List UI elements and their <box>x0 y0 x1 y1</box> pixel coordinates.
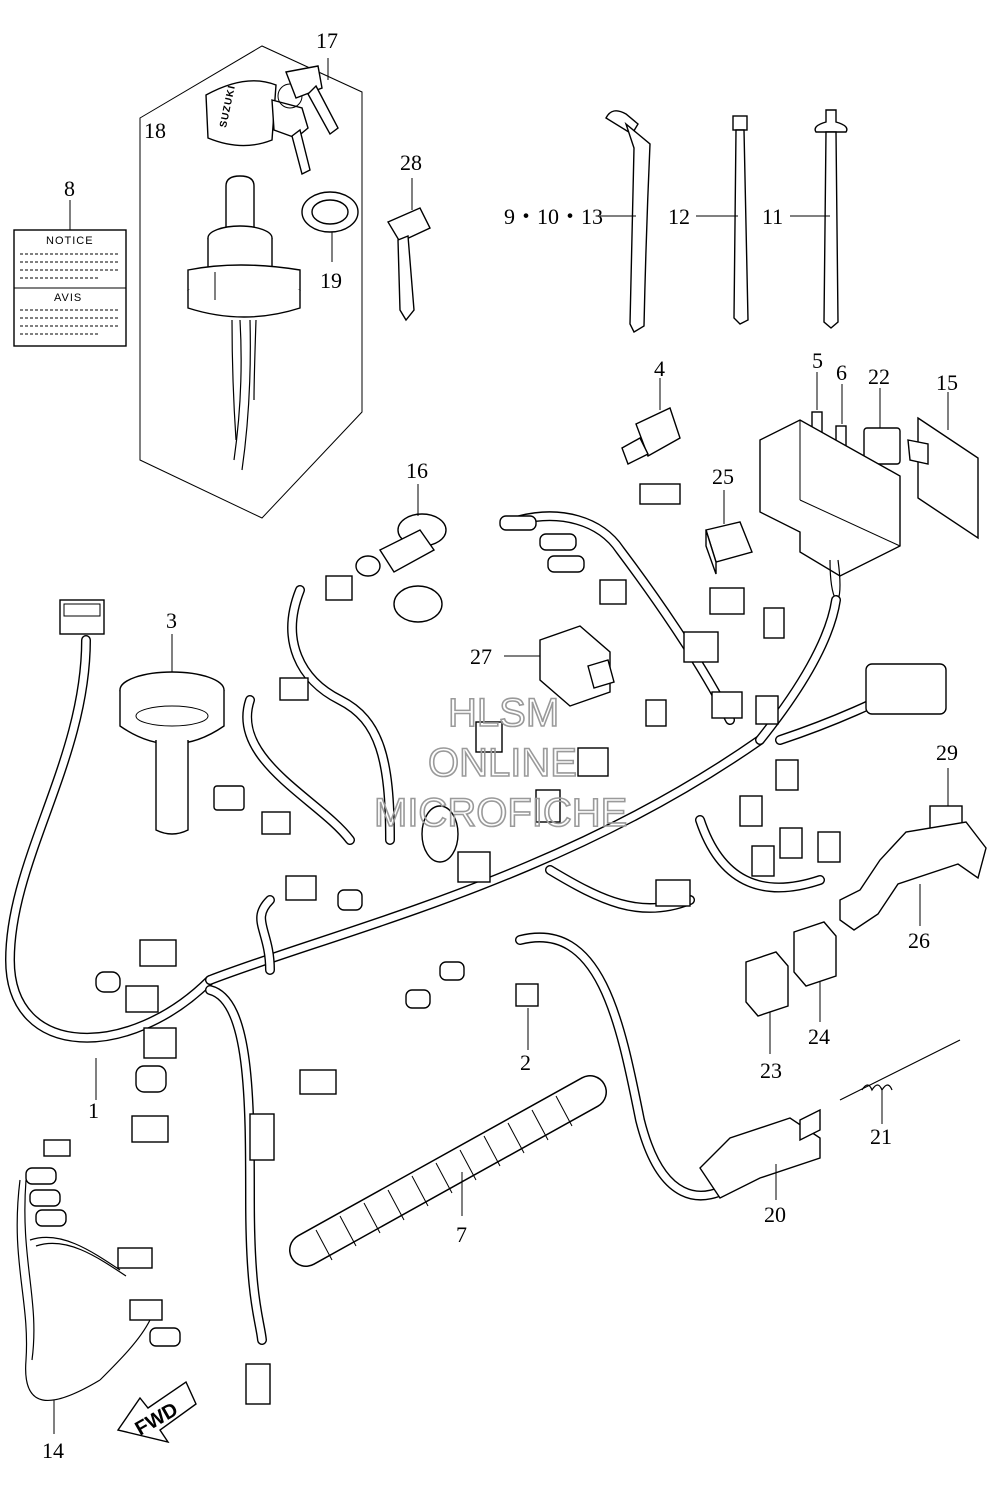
ignition-key-part-18[interactable]: SUZUKI <box>205 65 339 176</box>
spring-part-21[interactable] <box>839 1039 961 1124</box>
callout-23: 23 <box>760 1058 782 1083</box>
callout-20: 20 <box>764 1202 786 1227</box>
connector-part-24[interactable] <box>793 921 837 1022</box>
bracket-part-15[interactable] <box>907 392 979 540</box>
main-wire-harness-part-1[interactable] <box>4 483 947 1405</box>
callout-25: 25 <box>712 464 734 489</box>
callout-5: 5 <box>812 348 823 373</box>
callout-4: 4 <box>654 356 665 381</box>
callout-22: 22 <box>868 364 890 389</box>
callout-19: 19 <box>320 268 342 293</box>
callout-26: 26 <box>908 928 930 953</box>
callout-2: 2 <box>520 1050 531 1075</box>
callout-9-10-13: 9・10・13 <box>504 204 603 229</box>
callout-3: 3 <box>166 608 177 633</box>
cable-tie-part-11[interactable] <box>790 109 848 329</box>
callout-1: 1 <box>88 1098 99 1123</box>
relay-part-27[interactable] <box>504 625 615 707</box>
lock-ring-part-19[interactable] <box>301 191 359 262</box>
notice-label-card-part-8[interactable]: NOTICE AVIS <box>13 200 127 347</box>
callout-24: 24 <box>808 1024 830 1049</box>
corrugated-tube-part-7[interactable] <box>289 1075 607 1267</box>
sensor-part-20[interactable] <box>699 1108 821 1200</box>
rubber-boot-part-4[interactable] <box>621 378 681 465</box>
callout-27: 27 <box>470 644 492 669</box>
bracket-part-26[interactable] <box>839 821 987 931</box>
cap-part-2[interactable] <box>515 983 539 1050</box>
forward-direction-arrow: FWD <box>116 1380 197 1444</box>
ignition-switch-body <box>187 175 301 471</box>
callout-18: 18 <box>144 118 166 143</box>
fuse-part-5[interactable] <box>811 372 823 437</box>
callout-16: 16 <box>406 458 428 483</box>
cable-tie-part-12[interactable] <box>696 115 749 325</box>
spare-key-part-28[interactable] <box>386 178 431 322</box>
callout-21: 21 <box>870 1124 892 1149</box>
relay-part-22[interactable] <box>863 388 901 465</box>
callout-14: 14 <box>42 1438 64 1463</box>
callout-11: 11 <box>762 204 783 229</box>
notice-text: NOTICE <box>46 235 94 247</box>
avis-text: AVIS <box>54 292 82 304</box>
callout-29: 29 <box>936 740 958 765</box>
connector-part-23[interactable] <box>745 951 789 1054</box>
callout-28: 28 <box>400 150 422 175</box>
grommet-part-3[interactable] <box>119 634 225 835</box>
callout-numbers: 1 2 3 4 5 6 7 8 9・10・13 11 12 14 15 16 1… <box>42 28 958 1463</box>
watermark-line-2: ONLINE <box>428 741 577 785</box>
callout-7: 7 <box>456 1222 467 1247</box>
watermark: HLSM ONLINE MICROFICHE <box>373 690 628 836</box>
plug-part-16[interactable] <box>355 484 447 623</box>
cable-tie-part-9-10-13[interactable] <box>600 110 651 333</box>
watermark-line-3: MICROFICHE <box>374 791 627 835</box>
connector-part-25[interactable] <box>705 490 753 575</box>
callout-6: 6 <box>836 360 847 385</box>
sub-harness-part-14[interactable] <box>16 1139 181 1434</box>
callout-15: 15 <box>936 370 958 395</box>
callout-8: 8 <box>64 176 75 201</box>
ignition-switch-kit-box <box>139 45 363 519</box>
callout-12: 12 <box>668 204 690 229</box>
fuse-part-6[interactable] <box>835 384 847 447</box>
callout-17: 17 <box>316 28 338 53</box>
watermark-line-1: HLSM <box>448 691 559 735</box>
fuse-box <box>759 419 901 601</box>
